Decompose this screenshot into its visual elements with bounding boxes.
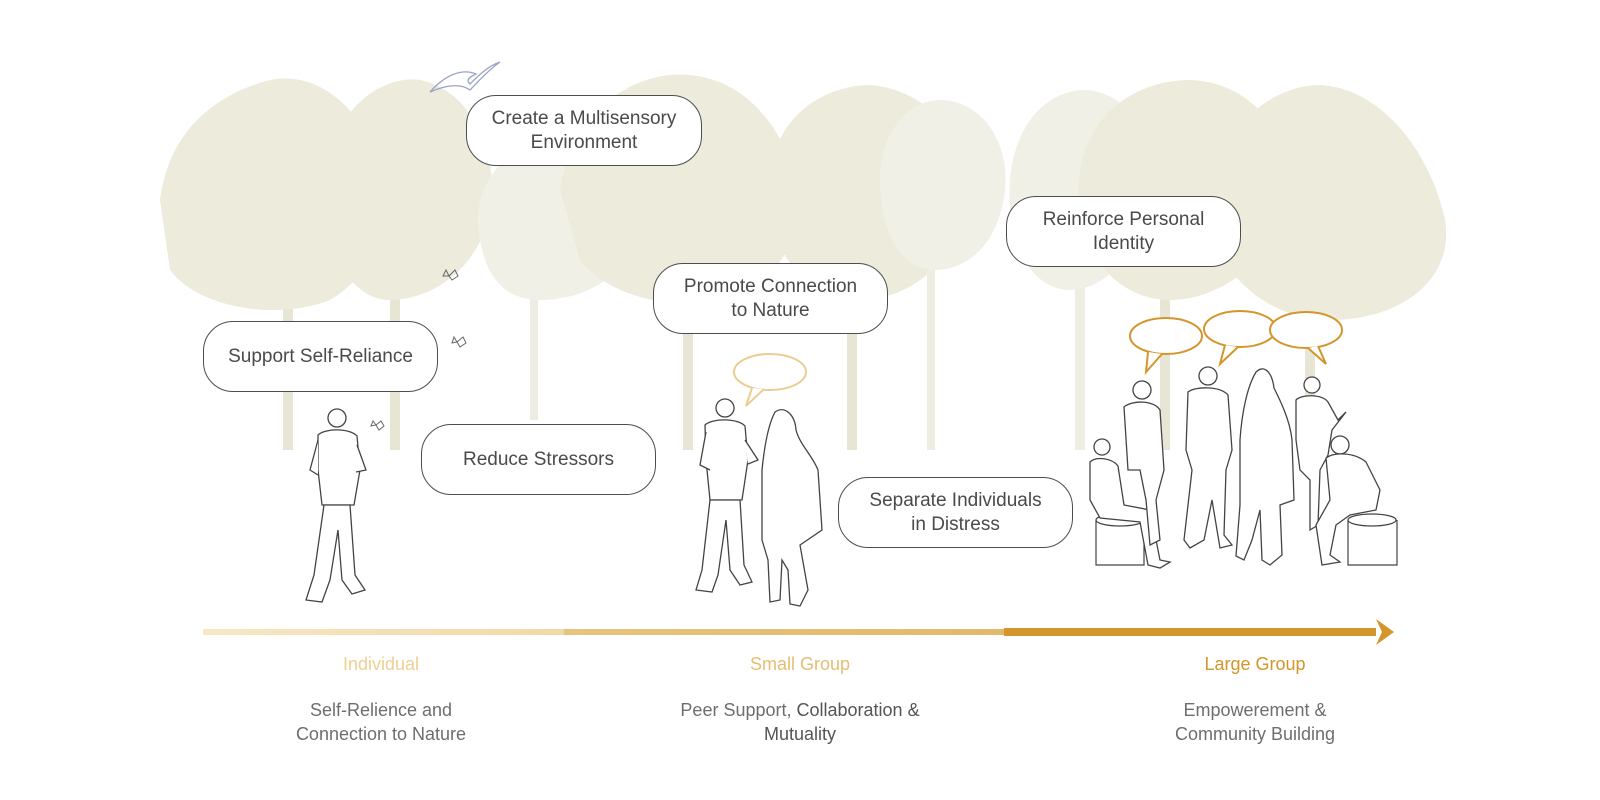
arrow-head-icon: [1376, 619, 1394, 645]
person-icon: [1295, 376, 1347, 532]
stage-description-small-group-plain: Peer Support,: [680, 700, 797, 720]
strategy-separate-individuals-in-distress: Separate Individuals in Distress: [838, 477, 1073, 548]
speech-bubble-icon: [1203, 310, 1277, 368]
stage-description-small-group-emphasis: Collaboration & Mutuality: [763, 700, 920, 744]
bird-icon: [429, 61, 501, 93]
person-icon: [305, 408, 367, 603]
butterfly-icon: [451, 335, 467, 348]
person-icon: [761, 409, 823, 607]
segment-small-group: [564, 629, 1004, 635]
butterfly-icon: [442, 268, 459, 281]
strategy-create-multisensory-environment: Create a Multisensory Environment: [466, 95, 702, 166]
stage-label-individual: Individual: [342, 654, 420, 674]
person-icon: [1315, 435, 1381, 566]
tree-icon: [1208, 85, 1447, 450]
strategy-reinforce-personal-identity: Reinforce Personal Identity: [1006, 196, 1241, 267]
speech-bubble-icon: [1269, 311, 1343, 365]
strategy-promote-connection-to-nature: Promote Connection to Nature: [653, 263, 888, 334]
butterfly-icon: [370, 419, 385, 431]
tree-icon: [880, 100, 1006, 450]
strategy-support-self-reliance: Support Self-Reliance: [203, 321, 438, 392]
progression-arrow: [203, 619, 1394, 645]
segment-large-group: [1004, 628, 1376, 636]
stool-icon: [1347, 513, 1398, 566]
speech-bubble-icon: [1129, 317, 1203, 375]
stage-label-small-group: Small Group: [749, 654, 851, 674]
person-icon: [1235, 368, 1295, 566]
stage-description-individual: Self-Relience and Connection to Nature: [295, 700, 467, 744]
stage-description-small-group: Peer Support, Collaboration & Mutuality: [640, 698, 960, 746]
speech-bubble-icon: [733, 353, 807, 407]
person-icon: [1183, 366, 1234, 549]
person-icon: [1123, 380, 1165, 547]
stage-description-large-group: Empowerement & Community Building: [1174, 700, 1336, 744]
stage-label-large-group: Large Group: [1204, 654, 1306, 674]
person-icon: [695, 398, 759, 593]
strategy-reduce-stressors: Reduce Stressors: [421, 424, 656, 495]
segment-individual: [203, 629, 564, 635]
